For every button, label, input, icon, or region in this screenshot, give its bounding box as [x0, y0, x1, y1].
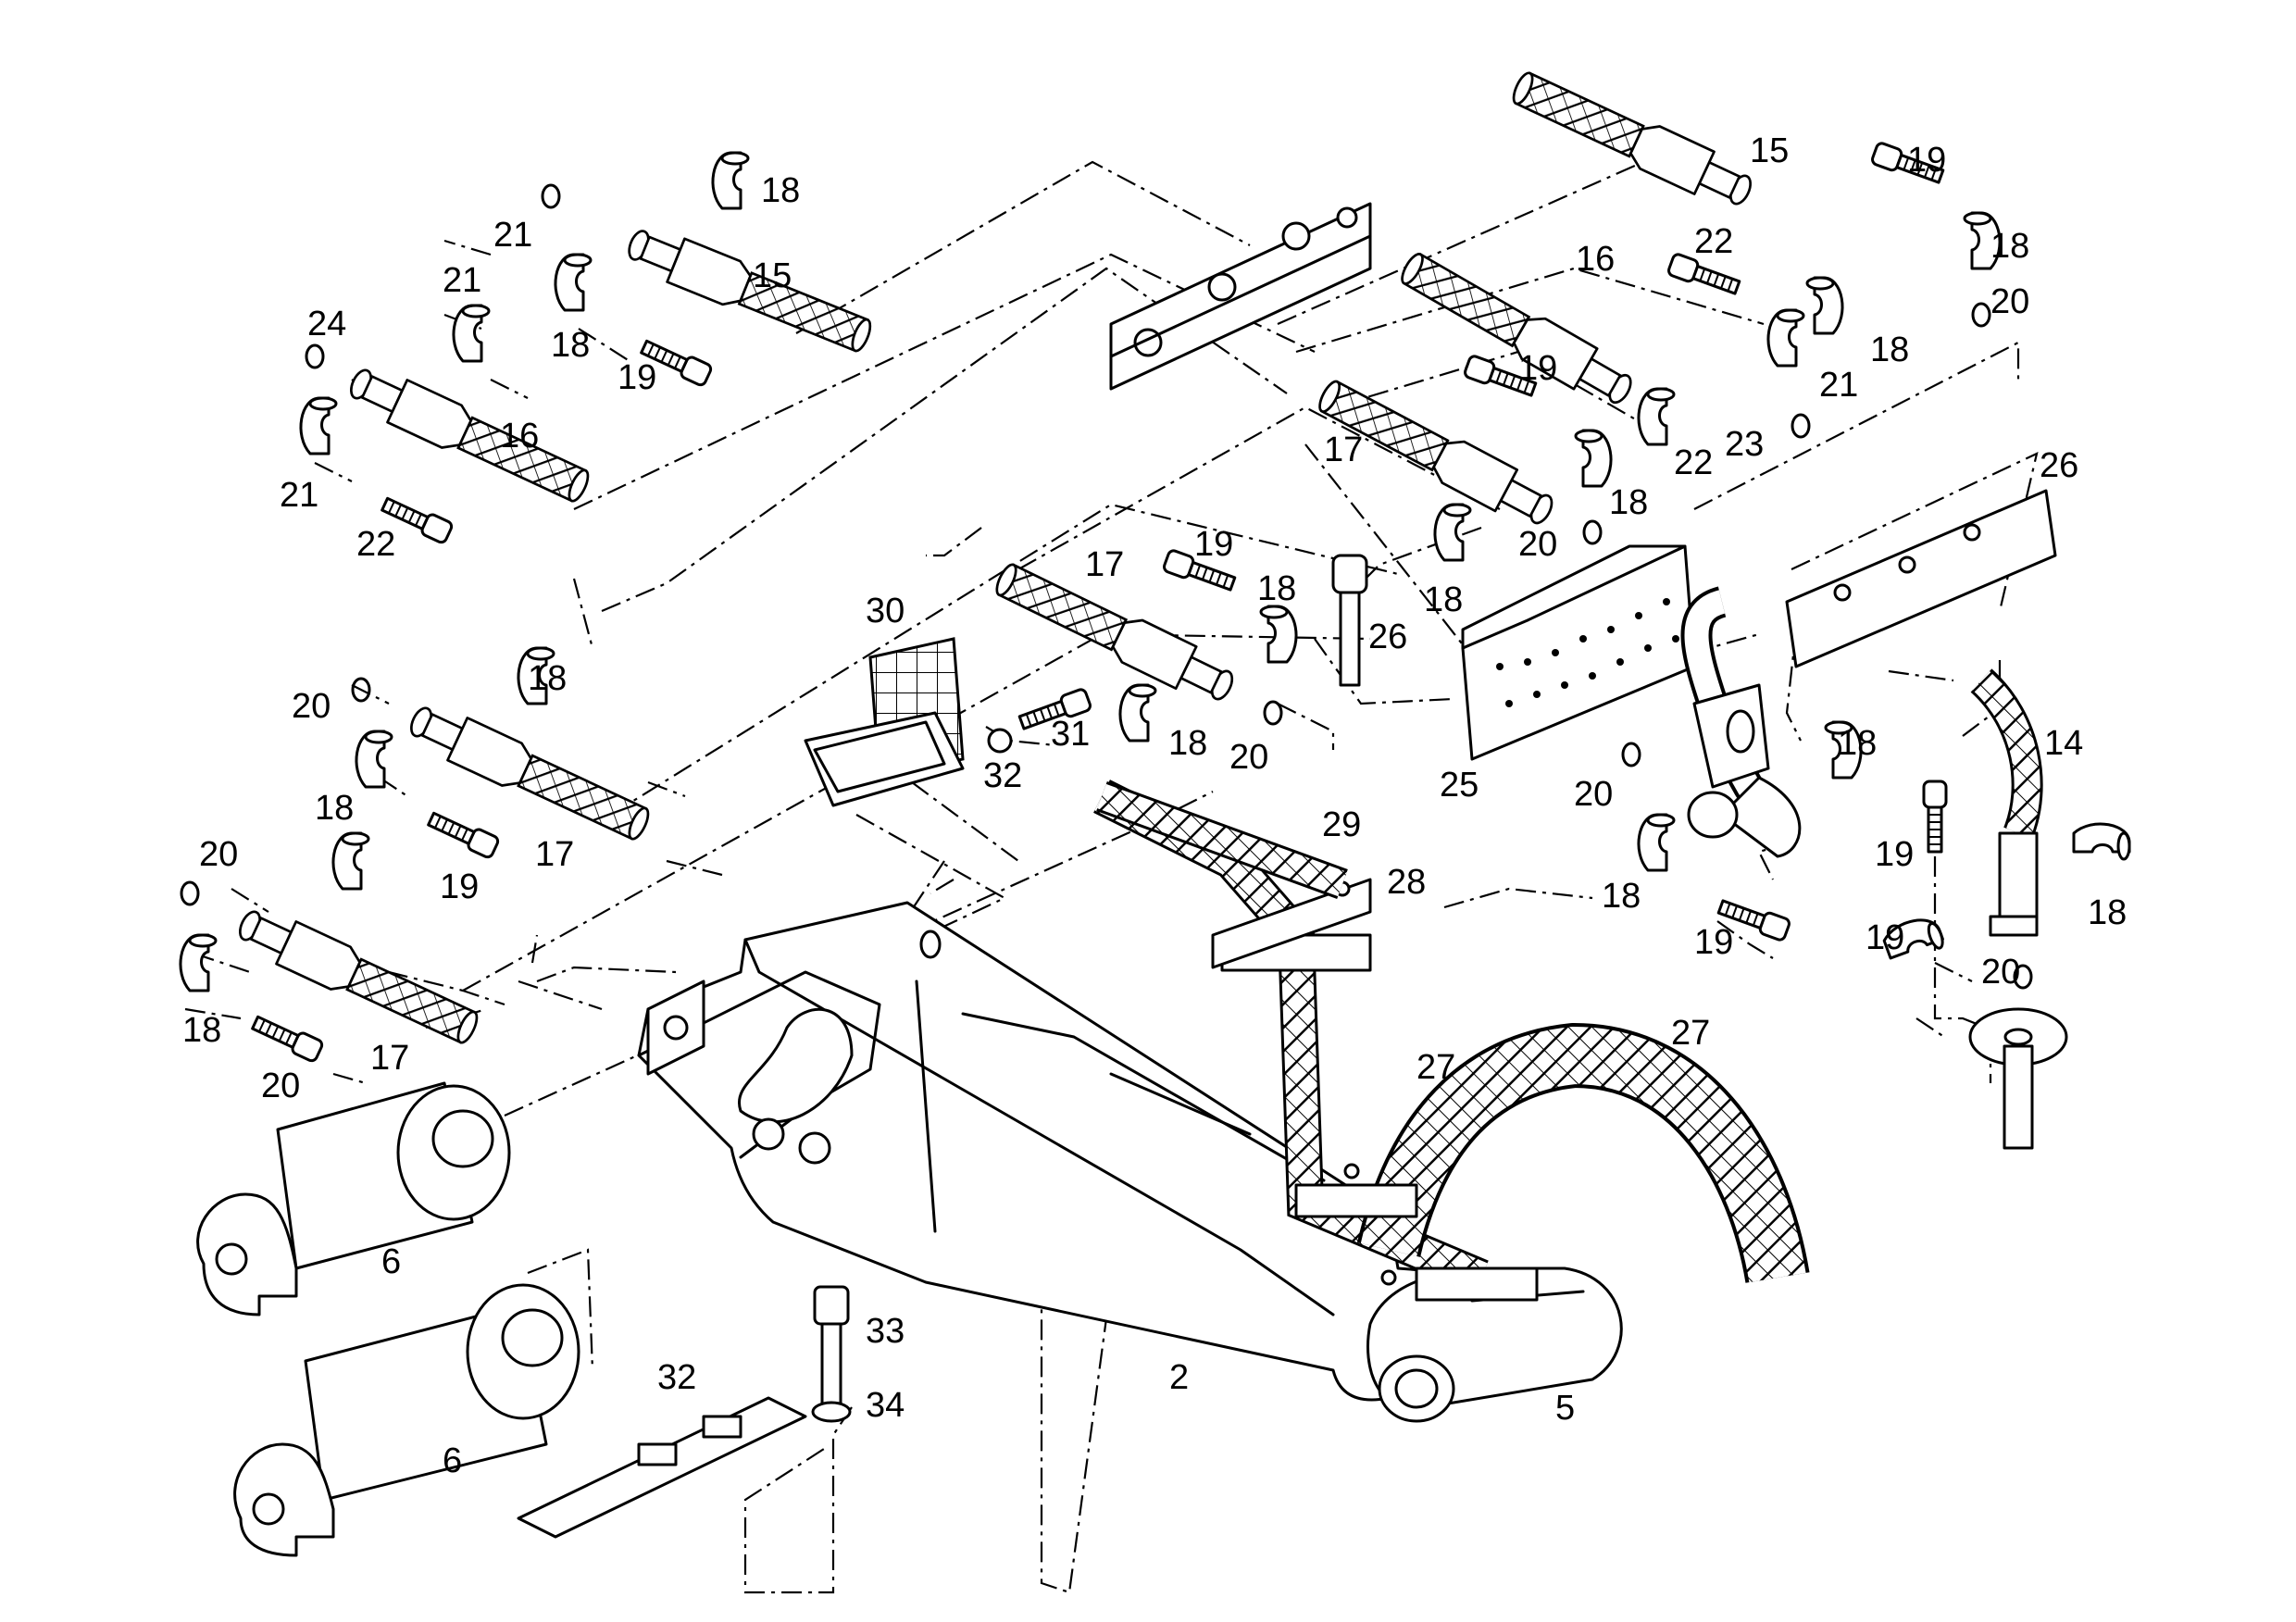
- callout-19: 19: [618, 358, 656, 397]
- callout-20: 20: [1574, 775, 1613, 814]
- callout-31: 32: [983, 756, 1022, 795]
- plate-32: [517, 1396, 807, 1539]
- bolt-33: [813, 1285, 850, 1409]
- callout-19: 19: [1875, 835, 1914, 874]
- callout-17: 17: [535, 835, 574, 874]
- callout-6: 6: [381, 1242, 401, 1281]
- callout-18: 18: [1602, 877, 1641, 916]
- callout-18: 19: [1866, 918, 1904, 957]
- callout-18: 18: [1257, 569, 1296, 608]
- callout-19: 19: [1518, 349, 1557, 388]
- boom-arm: [637, 901, 1623, 1423]
- callout-labels: 18 21 15 21 24 18 19 16 21 22 15 19 22 1…: [182, 131, 2127, 1480]
- block-24: [1461, 544, 1696, 761]
- bolt-25: [1331, 554, 1368, 687]
- washer-31: [987, 728, 1013, 754]
- callout-20: 20: [1518, 525, 1557, 564]
- callout-5: 5: [1555, 1389, 1575, 1428]
- callout-19: 19: [1194, 525, 1233, 564]
- flange: [1968, 1007, 2068, 1150]
- callout-18: 18: [1870, 331, 1909, 369]
- callout-27: 27: [1416, 1048, 1455, 1087]
- callout-15: 15: [1750, 131, 1789, 170]
- callout-18: 18: [1990, 227, 2029, 266]
- callout-19: 19: [1907, 141, 1946, 180]
- callout-18: 18: [182, 1011, 221, 1050]
- callout-26: 26: [2040, 446, 2078, 485]
- callout-17: 17: [370, 1039, 409, 1078]
- callout-22: 22: [1694, 222, 1733, 261]
- callout-28: 29: [1322, 805, 1361, 844]
- callout-18: 18: [761, 171, 800, 210]
- callout-21: 21: [443, 261, 481, 300]
- callout-25: 26: [1368, 618, 1407, 656]
- pin-6-upper: [196, 1081, 511, 1316]
- elbow-fitting: [1680, 586, 1802, 858]
- callout-6: 6: [443, 1441, 462, 1480]
- callout-20: 20: [199, 835, 238, 874]
- callout-19: 19: [1694, 923, 1733, 962]
- callout-20: 20: [292, 687, 331, 726]
- callout-19: 19: [440, 867, 479, 906]
- callout-18: 18: [528, 659, 567, 698]
- fitting-15-upper-right: [1505, 63, 1760, 216]
- fitting-16-left: [342, 358, 596, 511]
- step-29: [804, 637, 965, 807]
- clamp-block-upper: [1109, 202, 1372, 391]
- callout-24: 25: [1440, 766, 1479, 805]
- clamp-block-28: [1211, 878, 1372, 969]
- callout-21: 21: [280, 476, 318, 515]
- callout-20: 20: [1229, 738, 1268, 777]
- callout-33: 33: [866, 1312, 905, 1351]
- callout-18: 18: [2088, 893, 2127, 932]
- callout-16: 16: [500, 417, 539, 455]
- callout-22: 22: [356, 525, 395, 564]
- callout-14: 14: [2044, 724, 2083, 763]
- callout-20: 20: [1990, 282, 2029, 321]
- callout-19: 20: [261, 1067, 300, 1105]
- callout-23: 24: [307, 305, 346, 343]
- callout-18: 18: [1168, 724, 1207, 763]
- callout-15: 15: [753, 256, 792, 295]
- callout-16: 16: [1576, 240, 1615, 279]
- callout-30: 31: [1051, 715, 1090, 754]
- hose-bundle-upper: [1096, 781, 1348, 899]
- callout-2: 2: [1169, 1358, 1189, 1397]
- callout-17: 17: [1324, 430, 1363, 469]
- callout-18: 18: [1609, 483, 1648, 522]
- callout-21: 21: [1819, 366, 1858, 405]
- callout-18: 18: [315, 789, 354, 828]
- callout-34: 34: [866, 1386, 905, 1425]
- callout-23: 23: [1725, 425, 1764, 464]
- callout-20: 20: [1981, 953, 2020, 992]
- hose-14: [1970, 668, 2043, 937]
- pin-6-lower: [233, 1283, 580, 1557]
- fitting-15-upper-left: [620, 218, 878, 361]
- callout-17: 17: [1085, 545, 1124, 584]
- callout-18: 18: [1838, 724, 1877, 763]
- callout-26: 27: [1671, 1014, 1710, 1053]
- washer-34: [811, 1401, 852, 1423]
- callout-32: 32: [657, 1358, 696, 1397]
- callout-27: 28: [1387, 863, 1426, 902]
- callout-18: 18: [551, 326, 590, 365]
- clamp-block-26: [1785, 489, 2057, 668]
- callout-20: 21: [493, 216, 532, 255]
- callout-29: 30: [866, 592, 905, 630]
- callout-18: 18: [1424, 580, 1463, 619]
- callout-21: 22: [1674, 443, 1713, 482]
